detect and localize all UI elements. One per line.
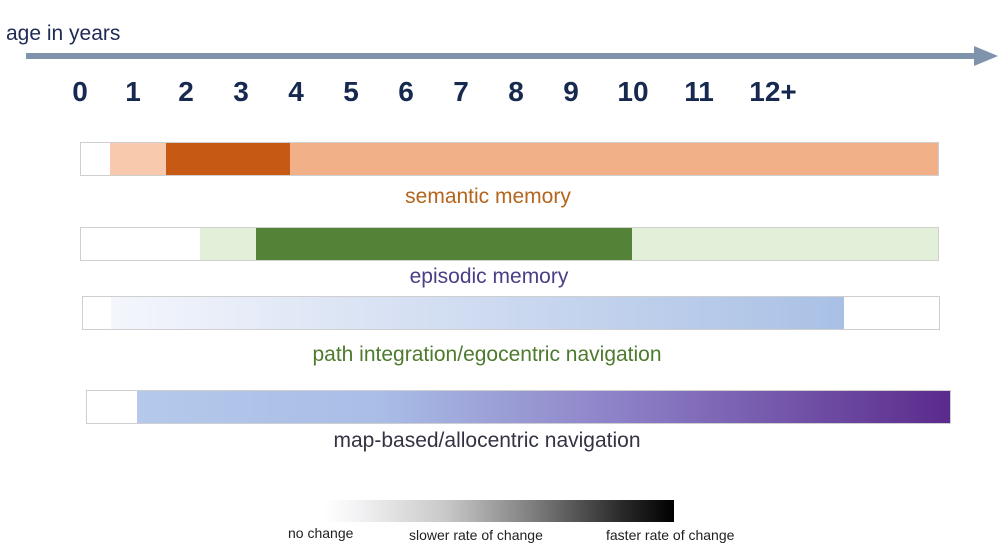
path-integration-gradient-segment bbox=[111, 297, 844, 329]
path-integration-bar bbox=[82, 296, 940, 330]
episodic-early-segment bbox=[200, 228, 256, 260]
axis-title: age in years bbox=[6, 22, 121, 45]
semantic-memory-bar bbox=[80, 142, 939, 176]
tick-label: 7 bbox=[453, 76, 469, 107]
map-based-gradient-segment bbox=[137, 391, 950, 423]
map-based-navigation-label: map-based/allocentric navigation bbox=[333, 429, 641, 452]
tick-label: 1 bbox=[125, 76, 141, 107]
legend-slower-label: slower rate of change bbox=[409, 527, 543, 543]
tick-label: 2 bbox=[178, 76, 194, 107]
tick-label: 11 bbox=[684, 76, 714, 107]
tick-label: 4 bbox=[288, 76, 304, 107]
tick-label: 10 bbox=[617, 76, 649, 107]
tick-label: 0 bbox=[72, 76, 88, 107]
tick-label: 5 bbox=[343, 76, 359, 107]
tick-label: 9 bbox=[563, 76, 579, 107]
episodic-peak-segment bbox=[256, 228, 632, 260]
legend-faster-label: faster rate of change bbox=[606, 527, 735, 543]
semantic-late-segment bbox=[290, 143, 938, 175]
episodic-memory-label: episodic memory bbox=[409, 265, 569, 288]
tick-label: 3 bbox=[233, 76, 249, 107]
semantic-early-segment bbox=[110, 143, 166, 175]
episodic-late-segment bbox=[632, 228, 938, 260]
tick-label: 8 bbox=[508, 76, 524, 107]
episodic-memory-bar bbox=[80, 227, 939, 261]
map-based-navigation-bar bbox=[86, 390, 951, 424]
age-axis-arrow bbox=[26, 46, 998, 66]
legend-no-change-label: no change bbox=[288, 525, 354, 541]
semantic-memory-label: semantic memory bbox=[405, 185, 571, 208]
tick-label: 6 bbox=[398, 76, 414, 107]
path-integration-label: path integration/egocentric navigation bbox=[312, 343, 662, 366]
semantic-peak-segment bbox=[166, 143, 290, 175]
rate-of-change-legend-gradient bbox=[324, 500, 674, 522]
tick-label: 12+ bbox=[749, 76, 797, 107]
